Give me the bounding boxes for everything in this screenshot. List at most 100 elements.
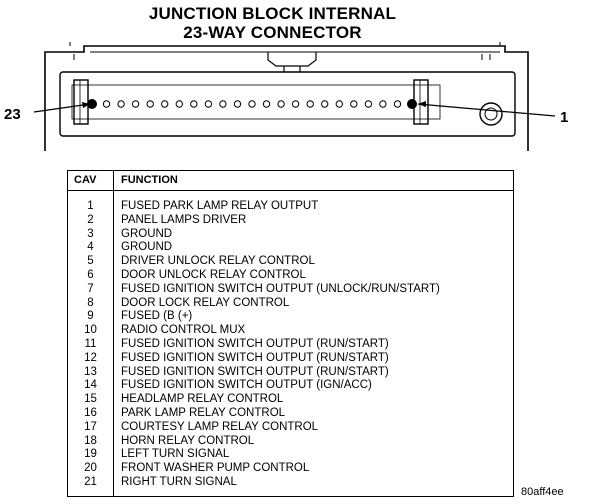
header-cav: CAV: [74, 174, 97, 186]
leader-line-1: [417, 103, 556, 117]
cav-number: 21: [84, 475, 97, 488]
connector-notches: [73, 54, 491, 60]
arrow-head-23: [82, 102, 90, 108]
cav-number: 12: [84, 351, 97, 364]
table-row: 5 DRIVER UNLOCK RELAY CONTROL: [68, 255, 513, 269]
cav-number: 5: [87, 255, 94, 268]
table-row: 6 DOOR UNLOCK RELAY CONTROL: [68, 269, 513, 283]
connector-pin-21: [117, 100, 125, 108]
function-text: COURTESY LAMP RELAY CONTROL: [121, 420, 319, 433]
mounting-hole: [479, 102, 503, 126]
figure-id: 80aff4ee: [521, 486, 564, 498]
function-text: RIGHT TURN SIGNAL: [121, 475, 237, 488]
connector-pin-13: [233, 100, 242, 108]
connector-pin-5: [350, 100, 358, 108]
function-text: DOOR LOCK RELAY CONTROL: [121, 296, 290, 309]
cav-number: 4: [87, 241, 94, 254]
header-function: FUNCTION: [121, 174, 178, 186]
table-row: 4 GROUND: [68, 241, 513, 255]
table-row: 20 FRONT WASHER PUMP CONTROL: [68, 462, 513, 476]
connector-pin-7: [321, 100, 329, 108]
cav-number: 9: [87, 310, 94, 323]
cav-number: 11: [84, 337, 97, 350]
table-row: 12 FUSED IGNITION SWITCH OUTPUT (RUN/STAR…: [68, 352, 513, 366]
function-text: FUSED IGNITION SWITCH OUTPUT (RUN/START): [121, 365, 389, 378]
connector-pin-8: [306, 100, 314, 108]
connector-post-left: [73, 79, 89, 125]
cav-number: 14: [84, 379, 97, 392]
connector-drawing: [33, 42, 556, 151]
connector-pin-3: [379, 100, 387, 108]
table-header-row: CAV FUNCTION: [68, 171, 513, 191]
function-text: FUSED PARK LAMP RELAY OUTPUT: [121, 200, 319, 212]
leader-line-23: [33, 103, 91, 113]
table-row: 10 RADIO CONTROL MUX: [68, 324, 513, 338]
connector-pin-22: [102, 100, 111, 108]
arrow-head-1: [418, 101, 426, 107]
cav-number: 8: [87, 296, 94, 309]
connector-pin-12: [248, 100, 256, 108]
diagram-title-line2: 23-WAY CONNECTOR: [183, 23, 362, 42]
connector-housing-top-detail: [69, 42, 501, 53]
function-text: FUSED IGNITION SWITCH OUTPUT (RUN/START): [121, 351, 389, 364]
pin-1-callout: 1: [560, 109, 569, 126]
cav-number: 3: [87, 227, 94, 240]
connector-pin-1: [407, 99, 417, 109]
function-text: FRONT WASHER PUMP CONTROL: [121, 462, 310, 475]
cav-number: 10: [84, 324, 97, 337]
cav-number: 1: [87, 200, 94, 212]
connector-housing: [44, 45, 529, 151]
column-divider: [113, 171, 114, 496]
table-row: 14 FUSED IGNITION SWITCH OUTPUT (IGN/ACC): [68, 379, 513, 393]
function-text: FUSED IGNITION SWITCH OUTPUT (RUN/START): [121, 337, 389, 350]
cav-number: 19: [84, 448, 97, 461]
cav-number: 7: [87, 282, 94, 295]
table-row: 1 FUSED PARK LAMP RELAY OUTPUT: [68, 200, 513, 214]
connector-pin-9: [291, 100, 300, 108]
connector-pin-19: [146, 100, 154, 108]
function-text: DRIVER UNLOCK RELAY CONTROL: [121, 255, 315, 268]
cav-number: 20: [84, 462, 97, 475]
function-text: FUSED IGNITION SWITCH OUTPUT (IGN/ACC): [121, 379, 372, 392]
function-text: GROUND: [121, 241, 173, 254]
function-text: FUSED (B (+): [121, 310, 193, 323]
mounting-hole-inner: [484, 107, 498, 121]
function-text: DOOR UNLOCK RELAY CONTROL: [121, 268, 306, 281]
connector-pin-4: [364, 100, 373, 108]
connector-cavity: [59, 71, 516, 137]
cav-number: 16: [84, 406, 97, 419]
cav-number: 2: [87, 213, 94, 226]
table-row: 19 LEFT TURN SIGNAL: [68, 448, 513, 462]
connector-pin-15: [204, 100, 213, 108]
function-text: GROUND: [121, 227, 173, 240]
diagram-title-line1: JUNCTION BLOCK INTERNAL: [148, 4, 397, 23]
table-row: 3 GROUND: [68, 228, 513, 242]
connector-latch: [267, 52, 317, 72]
table-row: 21 RIGHT TURN SIGNAL: [68, 476, 513, 490]
cavity-function-table: CAV FUNCTION 1 FUSED PARK LAMP RELAY OUTP…: [67, 170, 514, 497]
function-text: RADIO CONTROL MUX: [121, 324, 246, 337]
connector-pin-16: [190, 100, 198, 108]
table-row: 8 DOOR LOCK RELAY CONTROL: [68, 297, 513, 311]
cav-number: 13: [84, 365, 97, 378]
connector-pin-18: [161, 100, 169, 108]
connector-pin-20: [131, 100, 140, 108]
connector-pin-2: [393, 100, 402, 108]
cav-number: 18: [84, 434, 97, 447]
pin-23-callout: 23: [4, 106, 21, 123]
cav-number: 6: [87, 268, 94, 281]
function-text: FUSED IGNITION SWITCH OUTPUT (UNLOCK/RUN…: [121, 282, 440, 295]
connector-pin-14: [219, 100, 227, 108]
connector-pin-well: [71, 84, 441, 120]
table-row: 13 FUSED IGNITION SWITCH OUTPUT (RUN/STAR…: [68, 366, 513, 380]
cav-number: 15: [84, 393, 97, 406]
function-text: LEFT TURN SIGNAL: [121, 448, 230, 461]
connector-pin-17: [175, 100, 184, 108]
connector-pin-11: [262, 100, 271, 108]
